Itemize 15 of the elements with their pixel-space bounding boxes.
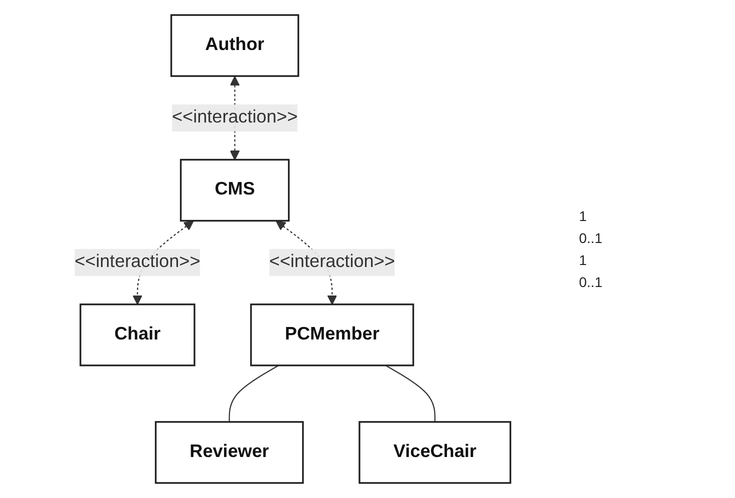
node-box: PCMember [250, 304, 414, 366]
node-box: Reviewer [154, 421, 304, 484]
multiplicity-label: 1 [579, 208, 588, 224]
node-box: ViceChair [358, 421, 512, 484]
multiplicity-label: 0..1 [579, 230, 604, 246]
node-box: CMS [180, 158, 290, 222]
connector [228, 364, 280, 422]
edge-label: <<interaction>> [74, 252, 200, 272]
multiplicity-label: 0..1 [579, 274, 604, 290]
node-box: Chair [80, 304, 196, 366]
edge-label: <<interaction>> [269, 252, 395, 272]
multiplicity-label: 1 [579, 252, 588, 268]
connector [385, 364, 436, 422]
edge-label: <<interaction>> [172, 108, 298, 127]
node-box: Author [170, 14, 300, 77]
